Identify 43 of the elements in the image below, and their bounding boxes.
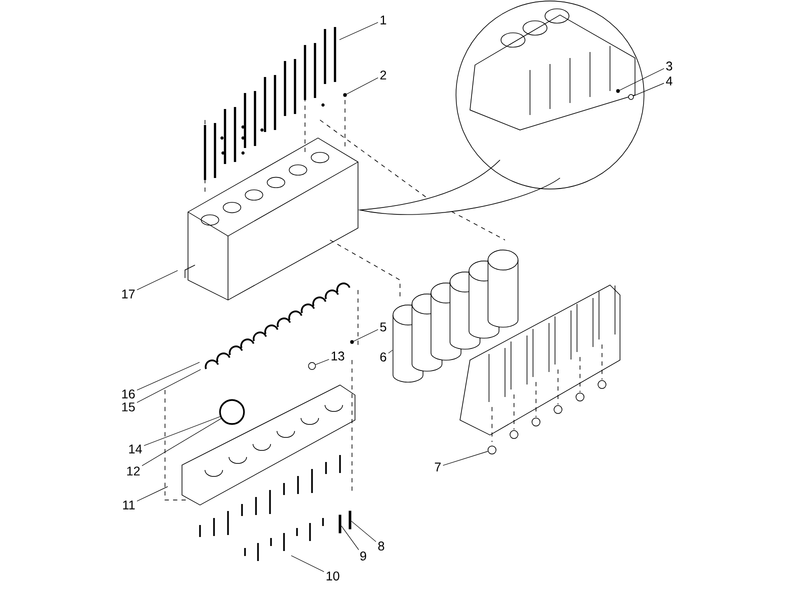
callout-number: 1 [380, 16, 386, 24]
callout-number: 10 [326, 572, 340, 580]
leader-line [388, 350, 393, 354]
leader-line [136, 270, 178, 290]
dowel [350, 340, 354, 344]
thrust-ring [219, 399, 245, 425]
leader-line [142, 418, 222, 466]
leader-line [341, 526, 360, 550]
dowel [343, 93, 347, 97]
o-ring [308, 362, 316, 370]
washer [628, 94, 634, 100]
bolt [338, 514, 342, 534]
callout-number: 12 [127, 466, 140, 476]
callout-number: 7 [434, 462, 441, 472]
callout-number: 8 [378, 542, 384, 550]
nut [488, 446, 496, 454]
plug [616, 89, 620, 93]
callout-number: 2 [380, 70, 386, 80]
leader-line [136, 362, 200, 390]
leader-line [136, 486, 168, 502]
leader-line [346, 77, 378, 94]
callout-number: 4 [666, 76, 672, 86]
leader-line [351, 520, 376, 542]
leader-line [633, 82, 664, 96]
leader-line [290, 555, 324, 572]
callout-number: 16 [122, 390, 135, 398]
callout-number: 15 [122, 402, 135, 412]
callout-number: 9 [360, 552, 366, 560]
callout-number: 3 [666, 62, 672, 70]
callout-number: 17 [122, 290, 135, 298]
callout-number: 11 [123, 500, 135, 510]
leader-line [619, 68, 664, 90]
leader-line [339, 22, 378, 40]
callout-number: 13 [332, 352, 344, 360]
leader-line [315, 359, 330, 365]
leader-line [136, 369, 201, 403]
bolt [348, 510, 352, 530]
callout-number: 6 [380, 352, 386, 362]
leader-line [442, 451, 488, 466]
leader-line [353, 329, 378, 342]
leader-line [144, 416, 220, 446]
callout-number: 5 [380, 322, 386, 332]
callout-number: 14 [129, 444, 142, 454]
